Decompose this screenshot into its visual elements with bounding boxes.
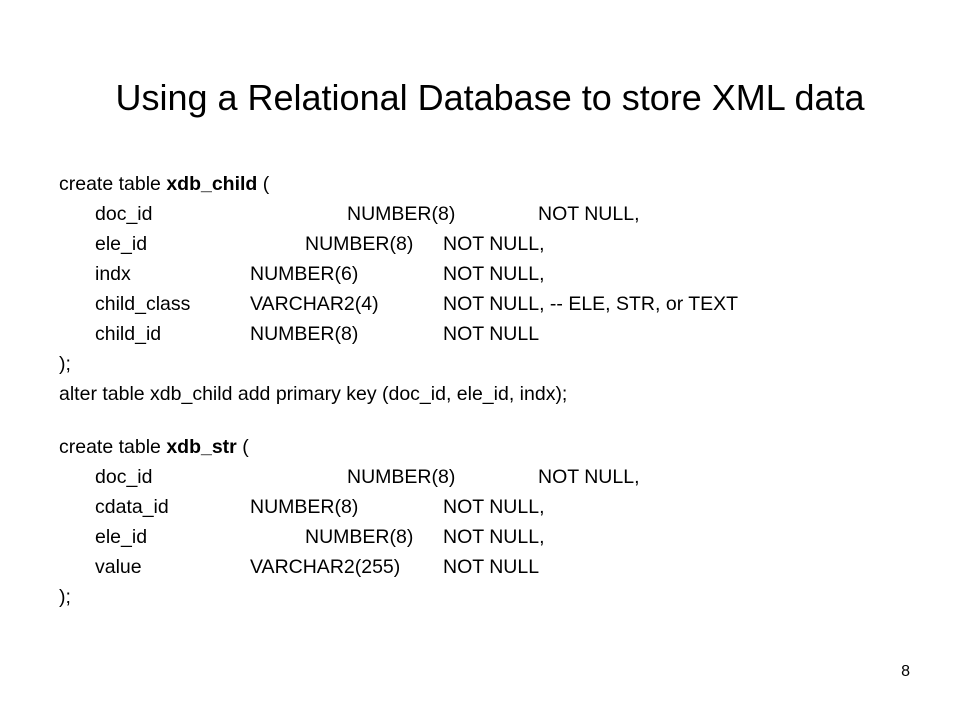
column-type: NUMBER(8) xyxy=(347,203,456,225)
column-constraint: NOT NULL, xyxy=(538,203,640,225)
column-name: doc_id xyxy=(95,203,153,225)
table-name-xdb-str: xdb_str xyxy=(166,436,237,458)
page-number: 8 xyxy=(901,663,910,680)
table-name-xdb-child: xdb_child xyxy=(166,173,258,195)
column-name: child_class xyxy=(95,293,191,315)
column-type: NUMBER(8) xyxy=(250,496,359,518)
slide-title: Using a Relational Database to store XML… xyxy=(115,77,865,118)
column-name: ele_id xyxy=(95,526,148,548)
create-keyword: create table xyxy=(59,173,167,195)
column-constraint: NOT NULL, xyxy=(443,263,545,285)
create-table-xdb-child-line: create table xdb_child ( xyxy=(59,172,269,196)
column-constraint: NOT NULL, xyxy=(443,233,545,255)
create-table-xdb-str-line: create table xdb_str ( xyxy=(59,435,249,459)
column-constraint: NOT NULL, xyxy=(443,496,545,518)
column-name: indx xyxy=(95,263,131,285)
column-type: NUMBER(8) xyxy=(305,233,414,255)
open-paren: ( xyxy=(236,436,249,458)
column-constraint: NOT NULL, -- ELE, STR, or TEXT xyxy=(443,293,739,315)
column-name: cdata_id xyxy=(95,496,169,518)
column-constraint: NOT NULL, xyxy=(538,466,640,488)
column-type: NUMBER(6) xyxy=(250,263,359,285)
column-type: VARCHAR2(255) xyxy=(250,556,401,578)
column-name: doc_id xyxy=(95,466,153,488)
close-statement-line: ); xyxy=(59,353,71,375)
column-constraint: NOT NULL xyxy=(443,323,540,345)
close-statement-line: ); xyxy=(59,586,71,608)
column-type: NUMBER(8) xyxy=(305,526,414,548)
create-keyword: create table xyxy=(59,436,167,458)
column-type: NUMBER(8) xyxy=(250,323,359,345)
open-paren: ( xyxy=(257,173,270,195)
column-name: value xyxy=(95,556,142,578)
column-name: ele_id xyxy=(95,233,148,255)
alter-table-line: alter table xdb_child add primary key (d… xyxy=(59,383,568,405)
column-type: VARCHAR2(4) xyxy=(250,293,379,315)
column-type: NUMBER(8) xyxy=(347,466,456,488)
column-constraint: NOT NULL xyxy=(443,556,540,578)
column-name: child_id xyxy=(95,323,162,345)
column-constraint: NOT NULL, xyxy=(443,526,545,548)
